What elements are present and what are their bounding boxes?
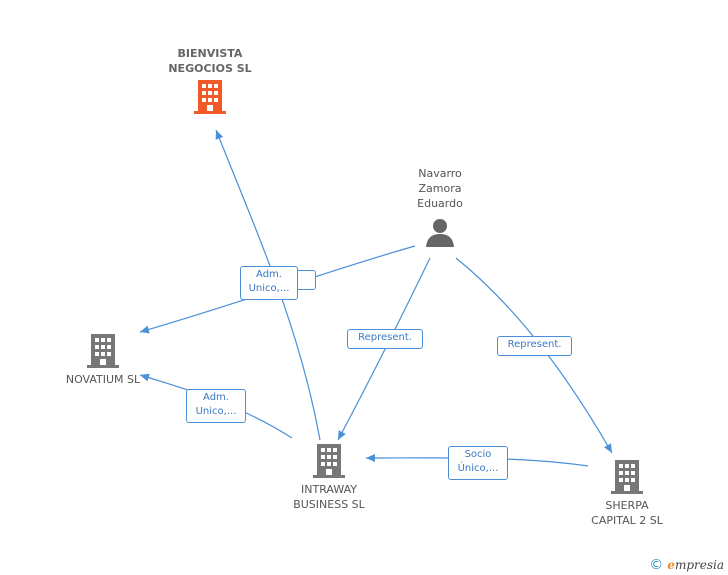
- building-icon: [194, 80, 226, 118]
- edge-label-represent-1[interactable]: Represent.: [347, 329, 423, 349]
- node-label-intraway: INTRAWAY BUSINESS SL: [293, 483, 365, 511]
- node-label-bienvista: BIENVISTA NEGOCIOS SL: [168, 47, 252, 75]
- node-label-novatium: NOVATIUM SL: [65, 373, 141, 386]
- copyright-icon: ©: [649, 557, 664, 573]
- node-novatium[interactable]: NOVATIUM SL: [50, 334, 156, 387]
- edge-label-represent-2[interactable]: Represent.: [497, 336, 572, 356]
- edge-label-adm-unico-2[interactable]: Adm. Unico,...: [186, 389, 246, 423]
- node-label-navarro: Navarro Zamora Eduardo: [417, 167, 463, 210]
- brand-name: empresia: [667, 558, 724, 572]
- node-navarro[interactable]: Navarro Zamora Eduardo: [390, 166, 490, 251]
- building-icon: [313, 444, 345, 482]
- building-icon: [611, 460, 643, 498]
- empresia-logo[interactable]: ©empresia: [649, 557, 724, 573]
- node-bienvista[interactable]: BIENVISTA NEGOCIOS SL: [150, 46, 270, 118]
- node-label-sherpa: SHERPA CAPITAL 2 SL: [591, 499, 663, 527]
- edge-label-adm-unico-1[interactable]: Adm. Unico,...: [240, 266, 298, 300]
- edge-label-socio-unico[interactable]: Socio Único,...: [448, 446, 508, 480]
- person-icon: [425, 217, 455, 251]
- building-icon: [87, 334, 119, 372]
- node-intraway[interactable]: INTRAWAY BUSINESS SL: [276, 444, 382, 512]
- node-sherpa[interactable]: SHERPA CAPITAL 2 SL: [574, 460, 680, 528]
- edge-navarro-intraway: [337, 257, 431, 441]
